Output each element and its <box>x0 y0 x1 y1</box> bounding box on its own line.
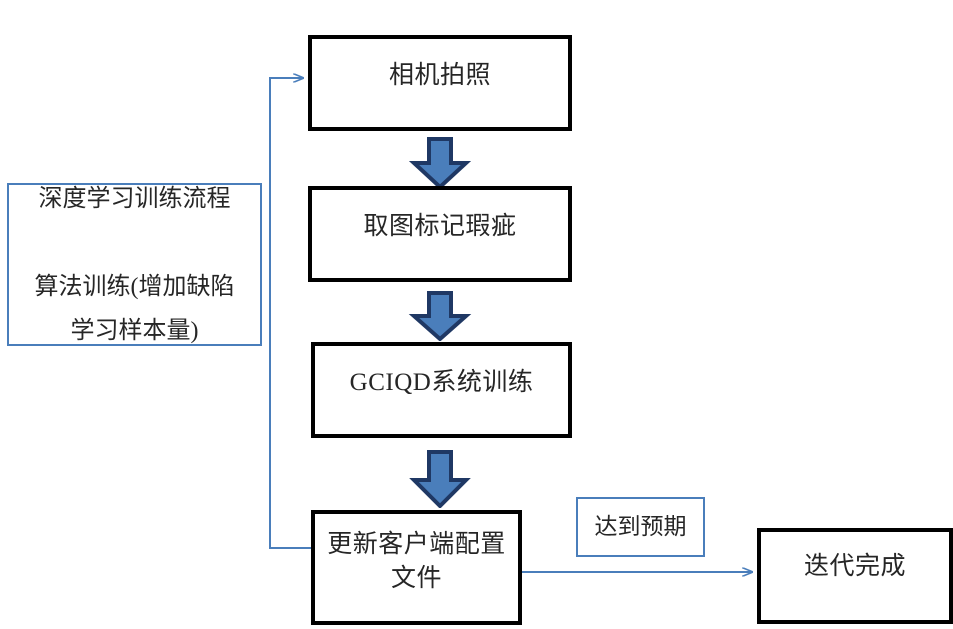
node-update-client-config-file[interactable]: 更新客户端配置 文件 <box>311 510 522 625</box>
deep-learning-training-process-note: 深度学习训练流程 算法训练(增加缺陷 学习样本量) <box>7 183 262 346</box>
node-capture-and-mark-defects-label: 取图标记瑕疵 <box>363 213 517 240</box>
note-panel-text: 深度学习训练流程 算法训练(增加缺陷 学习样本量) <box>34 185 235 344</box>
node-camera-capture[interactable]: 相机拍照 <box>308 35 572 131</box>
arrow-training-to-update <box>409 450 471 508</box>
node-gciqd-system-training-label: GCIQD系统训练 <box>349 369 534 396</box>
condition-meets-expectation: 达到预期 <box>576 497 705 557</box>
arrow-camera-to-mark <box>408 137 472 189</box>
node-iteration-complete[interactable]: 迭代完成 <box>757 528 953 624</box>
node-gciqd-system-training[interactable]: GCIQD系统训练 <box>311 342 572 438</box>
node-update-client-config-file-label: 更新客户端配置 文件 <box>327 531 506 592</box>
condition-meets-expectation-label: 达到预期 <box>594 514 687 539</box>
node-iteration-complete-label: 迭代完成 <box>803 553 906 580</box>
arrow-feedback-loop <box>269 78 311 549</box>
node-camera-capture-label: 相机拍照 <box>388 62 491 89</box>
node-capture-and-mark-defects[interactable]: 取图标记瑕疵 <box>308 186 572 282</box>
arrow-mark-to-training <box>408 291 472 341</box>
